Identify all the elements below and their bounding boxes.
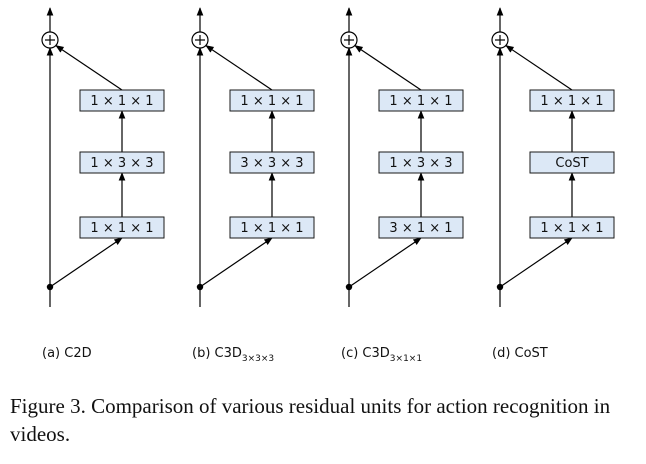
conv-block-label: 1 × 1 × 1: [240, 94, 303, 109]
conv-block: 3 × 1 × 1: [378, 216, 464, 239]
input-node-dot: [196, 283, 204, 291]
conv-block-label: 1 × 3 × 3: [389, 156, 452, 171]
conv-block-rect: [529, 151, 615, 174]
merge-arrow: [505, 45, 573, 91]
panel-cost: 1 × 1 × 1 CoST 1 × 1 × 1 (d) CoST: [491, 7, 615, 361]
input-node-dot: [345, 283, 353, 291]
conv-block-label: 1 × 3 × 3: [90, 156, 153, 171]
panel-label: (a) C2D: [42, 346, 92, 361]
sum-node: [340, 31, 358, 49]
panel-label: (b) C3D3×3×3: [192, 346, 274, 364]
branch-arrow: [49, 237, 123, 288]
conv-block: 1 × 3 × 3: [79, 151, 165, 174]
conv-block-label: 1 × 1 × 1: [389, 94, 452, 109]
panel-c2d: 1 × 1 × 1 1 × 3 × 3 1 × 1 × 1 (a) C2D: [41, 7, 165, 361]
conv-block-rect: [529, 89, 615, 112]
conv-block-label: 1 × 1 × 1: [540, 221, 603, 236]
input-node-dot: [46, 283, 54, 291]
conv-block-rect: [229, 216, 315, 239]
conv-block: 1 × 1 × 1: [529, 216, 615, 239]
branch-arrow: [199, 237, 273, 288]
panel-label: (c) C3D3×1×1: [341, 346, 422, 364]
conv-block-label: 1 × 1 × 1: [90, 94, 153, 109]
conv-block-rect: [529, 216, 615, 239]
conv-block: CoST: [529, 151, 615, 174]
conv-block-label: 1 × 1 × 1: [240, 221, 303, 236]
conv-block-rect: [79, 216, 165, 239]
conv-block-label: 1 × 1 × 1: [540, 94, 603, 109]
conv-block-rect: [79, 89, 165, 112]
panel-c3d-333: 1 × 1 × 1 3 × 3 × 3 1 × 1 × 1 (b) C3D3×3×3: [191, 7, 315, 364]
panel-c3d-311: 1 × 1 × 1 1 × 3 × 3 3 × 1 × 1 (c) C3D3×1×1: [340, 7, 464, 364]
merge-arrow: [354, 45, 422, 91]
sum-node: [191, 31, 209, 49]
conv-block: 1 × 3 × 3: [378, 151, 464, 174]
conv-block-label: 1 × 1 × 1: [90, 221, 153, 236]
conv-block: 1 × 1 × 1: [229, 89, 315, 112]
sum-node: [491, 31, 509, 49]
conv-block-rect: [378, 89, 464, 112]
conv-block-rect: [378, 216, 464, 239]
merge-arrow: [55, 45, 123, 91]
conv-block: 1 × 1 × 1: [378, 89, 464, 112]
conv-block: 1 × 1 × 1: [229, 216, 315, 239]
input-node-dot: [496, 283, 504, 291]
conv-block-label: 3 × 3 × 3: [240, 156, 303, 171]
conv-block-rect: [378, 151, 464, 174]
conv-block: 1 × 1 × 1: [529, 89, 615, 112]
sum-node: [41, 31, 59, 49]
branch-arrow: [348, 237, 422, 288]
conv-block: 3 × 3 × 3: [229, 151, 315, 174]
conv-block-rect: [229, 89, 315, 112]
conv-block: 1 × 1 × 1: [79, 89, 165, 112]
conv-block-rect: [229, 151, 315, 174]
conv-block-rect: [79, 151, 165, 174]
conv-block-label: CoST: [555, 156, 588, 171]
conv-block-label: 3 × 1 × 1: [389, 221, 452, 236]
panel-label: (d) CoST: [492, 346, 548, 361]
merge-arrow: [205, 45, 273, 91]
branch-arrow: [499, 237, 573, 288]
conv-block: 1 × 1 × 1: [79, 216, 165, 239]
figure-caption: Figure 3. Comparison of various residual…: [10, 394, 611, 446]
